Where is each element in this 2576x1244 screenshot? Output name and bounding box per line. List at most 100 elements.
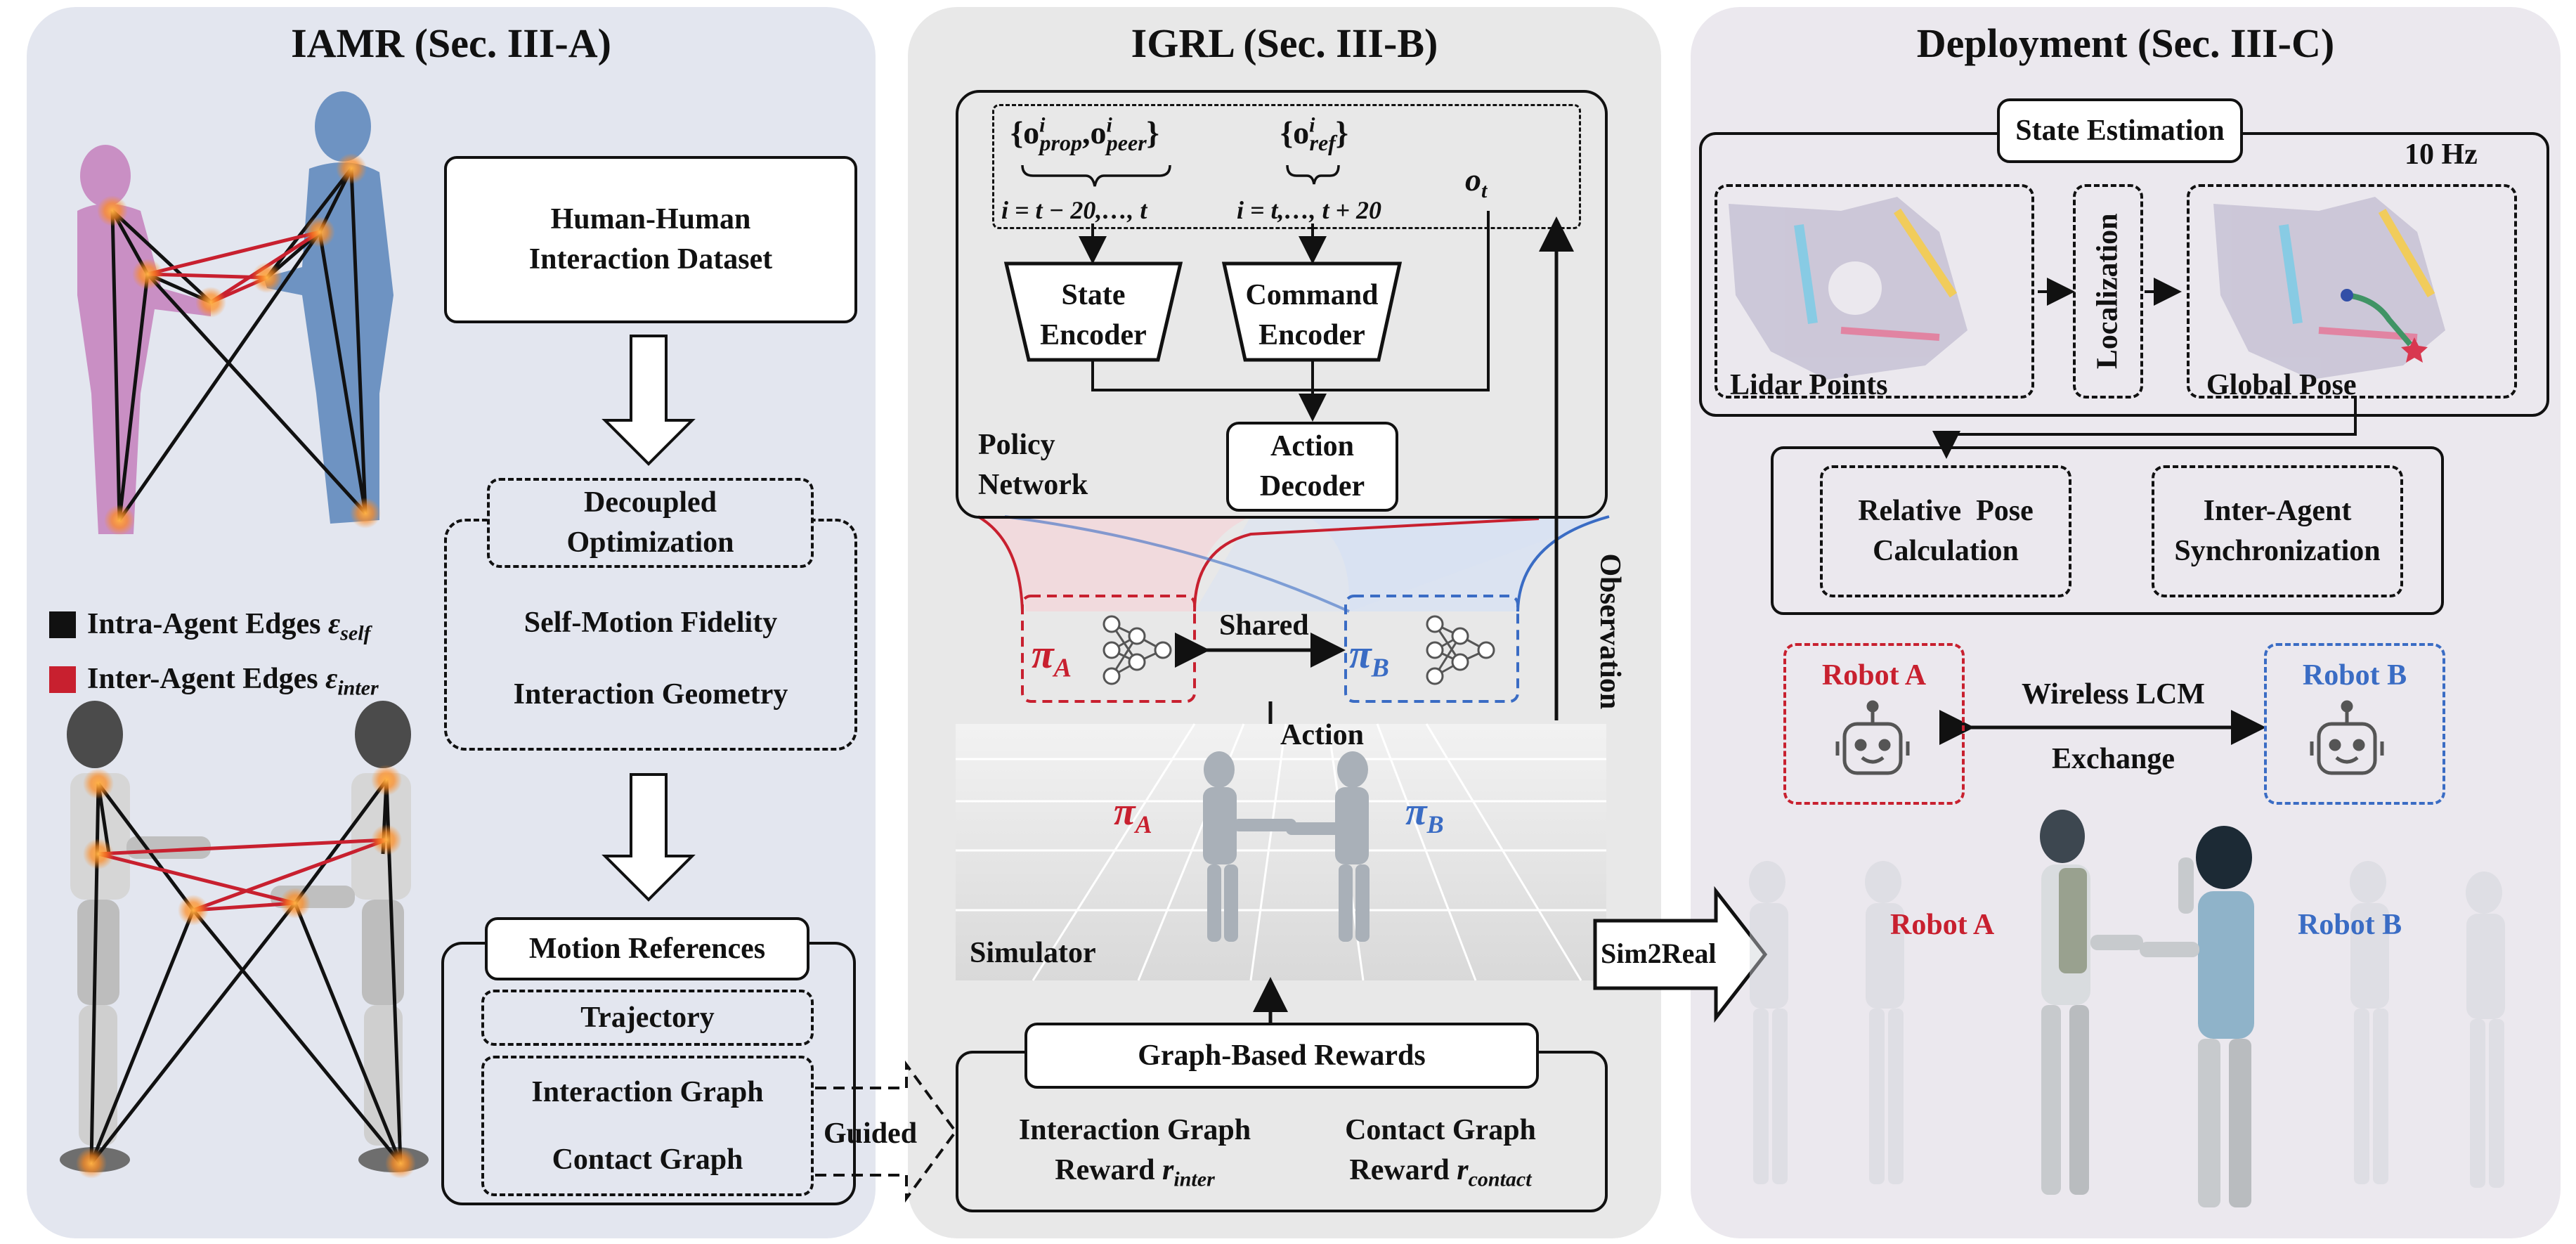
state-encoder-shape — [1003, 261, 1183, 362]
graph-based-rewards-label: Graph-Based Rewards — [1138, 1039, 1426, 1072]
command-encoder-label: Command Encoder — [1224, 276, 1400, 355]
obs-ref: {oiref} — [1280, 111, 1348, 158]
pi-b-symbol: π — [1349, 631, 1372, 677]
self-motion-fidelity: Self-Motion Fidelity — [523, 607, 778, 639]
dataset-line-1: Human-Human — [550, 203, 751, 236]
pi-b-box — [1344, 595, 1519, 703]
relative-pose-box: Relative Pose Calculation — [1820, 465, 2071, 597]
pi-a-symbol: π — [1032, 631, 1054, 677]
sim-pi-b-symbol: π — [1405, 790, 1427, 834]
relative-pose-line-1: Relative Pose — [1858, 495, 2034, 528]
obs-ref-close: } — [1335, 115, 1348, 150]
pi-b-subscript: B — [1371, 653, 1390, 683]
simulator-scene — [956, 723, 1606, 981]
sim-pi-a-subscript: A — [1135, 810, 1152, 839]
graph-based-rewards-box: Graph-Based Rewards — [1024, 1023, 1539, 1089]
pose-sync-container — [1771, 446, 2444, 615]
o-t-label: ot — [1465, 158, 1487, 206]
obs-ref-open: {o — [1280, 115, 1310, 150]
legend-intra-swatch — [49, 611, 76, 638]
motion-references-label: Motion References — [528, 932, 766, 965]
decoupled-optimization-box: Decoupled Optimization — [487, 478, 814, 568]
action-decoder-line-2: Decoder — [1259, 470, 1365, 503]
reward-inter-subscript: inter — [1173, 1167, 1215, 1191]
pi-a-subscript: A — [1053, 653, 1072, 683]
reward-inter-label: Interaction Graph Reward rinter — [984, 1110, 1286, 1194]
rate-label: 10 Hz — [2405, 138, 2478, 171]
hollow-arrow-down-2 — [601, 773, 696, 902]
global-pose-label: Global Pose — [2206, 369, 2357, 401]
pi-b-label: πB — [1349, 627, 1389, 687]
policy-network-label: Policy Network — [978, 425, 1088, 505]
guided-label: Guided — [824, 1117, 918, 1150]
obs-left-mid: ,o — [1081, 115, 1107, 150]
lidar-points-box — [1715, 184, 2034, 399]
sync-line-1: Inter-Agent — [2203, 495, 2352, 528]
obs-left-sub-peer: peer — [1106, 130, 1147, 156]
obs-left-open: {o — [1010, 115, 1040, 150]
legend-inter-swatch — [49, 666, 76, 693]
photo-robot-a-label: Robot A — [1890, 909, 1995, 941]
neural-net-icon-b — [1426, 615, 1495, 685]
action-label: Action — [1280, 719, 1364, 751]
command-encoder-line-1: Command — [1245, 279, 1379, 311]
brace-marks — [1021, 164, 1340, 187]
trajectory-label: Trajectory — [580, 1001, 715, 1034]
decoupled-line-1: Decoupled — [584, 486, 717, 519]
human-interaction-dataset-box: Human-Human Interaction Dataset — [444, 156, 857, 323]
global-pose-box — [2187, 184, 2517, 399]
reward-contact-symbol: r — [1457, 1153, 1469, 1186]
policy-network-line-1: Policy — [978, 429, 1055, 461]
state-estimation-box: State Estimation — [1997, 98, 2243, 163]
sync-line-2: Synchronization — [2174, 535, 2381, 567]
lidar-map-left — [1729, 197, 1967, 380]
state-estimation-label: State Estimation — [2015, 114, 2225, 147]
guided-arrow — [815, 1060, 958, 1203]
range-right: i = t,…, t + 20 — [1237, 196, 1382, 224]
interaction-geometry: Interaction Geometry — [513, 678, 788, 711]
sync-box: Inter-Agent Synchronization — [2152, 465, 2403, 597]
reward-inter-line-1: Interaction Graph — [1018, 1114, 1251, 1146]
obs-prop-peer: {oiprop,oipeer} — [1010, 111, 1159, 158]
robot-skeleton-edges — [76, 765, 416, 1179]
command-encoder-shape — [1221, 261, 1403, 362]
sim2real-label: Sim2Real — [1601, 938, 1717, 969]
sim-pi-a-label: πA — [1114, 786, 1152, 842]
localization-box: Localization — [2073, 184, 2143, 399]
robot-b-box: Robot B — [2264, 643, 2445, 805]
obs-left-close: } — [1146, 115, 1159, 150]
obs-ref-sup: i — [1309, 113, 1315, 137]
relative-pose-line-2: Calculation — [1873, 535, 2019, 567]
reward-contact-label: Contact Graph Reward rcontact — [1293, 1110, 1588, 1194]
legend-inter-subscript: inter — [337, 676, 379, 700]
shared-label: Shared — [1219, 609, 1309, 642]
reward-contact-line-1: Contact Graph — [1345, 1114, 1536, 1146]
localization-label: Localization — [2091, 213, 2124, 370]
hollow-arrow-down-1 — [601, 335, 696, 466]
obs-left-sup-2: i — [1106, 113, 1112, 137]
simulator-label: Simulator — [970, 937, 1096, 969]
legend-intra-symbol: ε — [328, 608, 341, 640]
reward-contact-line-2: Reward — [1349, 1153, 1457, 1186]
policy-network-container — [956, 90, 1608, 519]
legend-inter-symbol: ε — [325, 663, 338, 695]
state-encoder-line-1: State — [1061, 279, 1126, 311]
legend-inter-text: Inter-Agent Edges — [87, 663, 318, 695]
reward-contact-subscript: contact — [1468, 1167, 1532, 1191]
iamr-title: IAMR (Sec. III-A) — [291, 20, 611, 66]
robot-a-icon — [1835, 700, 1910, 775]
pi-a-label: πA — [1032, 627, 1072, 687]
obs-left-sup-1: i — [1039, 113, 1046, 137]
command-encoder-line-2: Encoder — [1258, 318, 1365, 351]
robot-b-icon — [2310, 700, 2384, 775]
graphs-box: Interaction Graph Contact Graph — [481, 1056, 814, 1196]
deployment-title: Deployment (Sec. III-C) — [1916, 20, 2335, 66]
dataset-line-2: Interaction Dataset — [528, 243, 773, 276]
robot-a-box: Robot A — [1783, 643, 1965, 805]
observation-input-box — [992, 104, 1581, 229]
deployment-photo-robots — [1749, 810, 2505, 1207]
o-t-symbol: o — [1465, 162, 1481, 197]
action-decoder-box: Action Decoder — [1226, 422, 1398, 512]
obs-left-sub-prop: prop — [1039, 130, 1082, 156]
observation-label: Observation — [1594, 553, 1627, 710]
